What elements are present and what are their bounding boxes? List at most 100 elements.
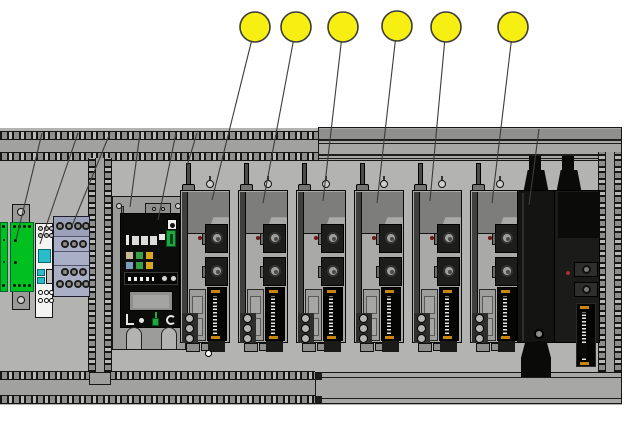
panel-cell	[366, 296, 377, 314]
terminal-clamp	[38, 290, 43, 295]
terminal	[61, 240, 69, 248]
connector-tab	[260, 233, 264, 245]
green-slab-right	[10, 222, 34, 292]
connector-block-upper	[260, 224, 286, 253]
connector-knob	[443, 232, 455, 244]
pot-knob	[161, 275, 168, 282]
top-screw	[380, 180, 388, 188]
mounting-foot	[266, 341, 283, 352]
terminal-clamp	[49, 298, 54, 303]
connector-knob	[501, 232, 513, 244]
connector-tab	[202, 266, 206, 278]
connector-knob	[582, 285, 591, 294]
terminal-dot	[23, 225, 26, 228]
display-bar	[126, 235, 129, 245]
screw-dot	[14, 239, 17, 242]
base-block	[182, 313, 198, 343]
drive-body	[517, 190, 558, 351]
horizontal-wiring-duct-top-cover	[318, 127, 622, 161]
connector-knob	[385, 265, 397, 277]
slider-marks	[128, 277, 154, 281]
drive-body	[470, 190, 520, 343]
terminal-clamp	[38, 226, 43, 231]
connector-tab	[492, 266, 496, 278]
toggle-button	[37, 269, 45, 276]
keypad-button	[135, 261, 144, 270]
duct-cover-line	[319, 139, 621, 141]
panel-cell	[192, 296, 203, 314]
mounting-foot	[476, 343, 490, 352]
horizontal-wiring-duct-top	[0, 131, 318, 161]
top-cap	[558, 192, 600, 238]
green-terminal-module	[0, 204, 36, 310]
terminal-clamp	[38, 298, 43, 303]
connector-block-lower	[318, 257, 344, 286]
status-led	[488, 236, 492, 240]
connector-block-lower	[202, 257, 228, 286]
plate-arch-cutout	[161, 327, 177, 349]
terminal-dot	[28, 284, 31, 287]
pin-strip-mark	[501, 336, 510, 339]
terminal	[74, 222, 82, 230]
duct-cover-line	[319, 158, 621, 159]
mounting-foot	[418, 343, 432, 352]
terminal	[82, 222, 90, 230]
body-highlight	[522, 193, 524, 341]
callout-balloon-servo-drive-2	[280, 11, 312, 43]
logo-badge	[167, 219, 177, 230]
terminal	[82, 280, 90, 288]
connector-block-upper	[376, 224, 402, 253]
duct-end-bracket	[316, 396, 322, 403]
connector-tab	[492, 233, 496, 245]
base-circle	[301, 314, 310, 323]
panel-cell	[250, 296, 261, 314]
mounting-foot	[208, 341, 225, 352]
mounting-foot	[360, 343, 374, 352]
duct-cover-shade	[319, 129, 621, 139]
screw-dot	[3, 239, 5, 241]
status-led	[198, 236, 202, 240]
connector-bracket	[126, 314, 134, 325]
pin-strip-mark	[443, 336, 452, 339]
top-screw	[438, 180, 446, 188]
heatsink-side	[240, 192, 246, 341]
mounting-foot	[302, 343, 316, 352]
plate-arch-cutout	[126, 327, 142, 349]
circuit-breaker	[35, 223, 54, 318]
vertical-duct-end	[89, 372, 111, 385]
vertical-wiring-duct-right	[598, 152, 622, 372]
base-circle	[243, 324, 252, 333]
servo-drive-3	[296, 161, 348, 367]
callout-balloon-servo-drive-6	[497, 11, 529, 43]
duct-fingers	[0, 371, 315, 380]
connector-tab	[376, 233, 380, 245]
heatsink-side	[356, 192, 362, 341]
terminal-dot	[28, 225, 31, 228]
top-screw	[264, 180, 272, 188]
terminal	[79, 268, 87, 276]
cable-plug-bottom	[521, 342, 551, 377]
status-led	[430, 236, 434, 240]
contactor-divider	[54, 251, 89, 252]
terminal	[56, 222, 64, 230]
pin-column	[445, 296, 449, 334]
heatsink-side	[414, 192, 420, 341]
duct-fingers	[0, 395, 315, 404]
pin-strip-mark	[211, 290, 220, 293]
contactor-divider	[54, 265, 89, 266]
pin-column	[213, 296, 217, 334]
toggle-block	[46, 269, 53, 284]
pin-strip-mark	[580, 306, 589, 309]
duct-body	[0, 140, 318, 152]
panel-cell	[424, 296, 435, 314]
duct-body	[0, 380, 315, 395]
keypad-button	[145, 261, 154, 270]
top-screw	[496, 180, 504, 188]
cable-plug-top	[562, 156, 574, 174]
base-circle	[359, 314, 368, 323]
ground-screw	[152, 318, 159, 326]
pin-column	[387, 296, 391, 334]
base-circle	[417, 314, 426, 323]
drive-body	[354, 190, 404, 343]
